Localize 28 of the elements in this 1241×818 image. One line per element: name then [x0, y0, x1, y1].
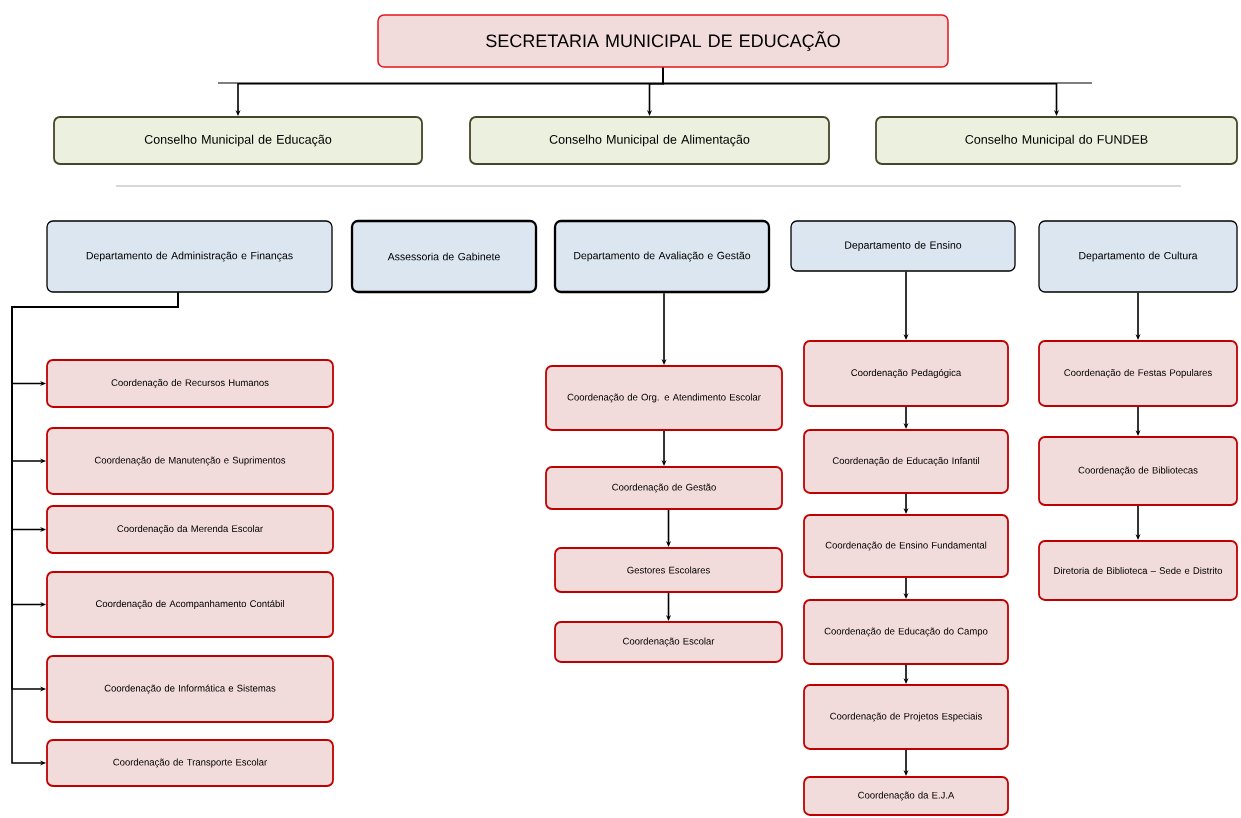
council-box: Conselho Municipal de Educação: [53, 116, 423, 165]
coordination-box: Diretoria de Biblioteca – Sede e Distrito: [1038, 540, 1238, 601]
department-box: Assessoria de Gabinete: [350, 219, 538, 294]
coordination-box: Coordenação de Festas Populares: [1038, 340, 1238, 407]
council-box: Conselho Municipal do FUNDEB: [875, 116, 1238, 165]
coordination-box: Coordenação Pedagógica: [803, 340, 1009, 407]
coordination-box: Coordenação de Gestão: [545, 466, 783, 510]
council-box: Conselho Municipal de Alimentação: [469, 116, 830, 165]
coordination-box: Coordenação da E.J.A: [803, 776, 1009, 816]
department-box: Departamento de Administração e Finanças: [46, 220, 333, 293]
coordination-box: Coordenação de Projetos Especiais: [803, 684, 1009, 750]
coordination-box: Coordenação de Acompanhamento Contábil: [46, 571, 334, 638]
coordination-box: Coordenação de Org. e Atendimento Escolar: [545, 365, 783, 431]
coordination-box: Gestores Escolares: [554, 547, 783, 593]
coordination-box: Coordenação de Educação Infantil: [803, 429, 1009, 494]
coordination-box: Coordenação de Educação do Campo: [803, 599, 1009, 665]
department-box: Departamento de Avaliação e Gestão: [553, 219, 771, 294]
coordination-box: Coordenação de Transporte Escolar: [46, 739, 334, 787]
coordination-box: Coordenação de Recursos Humanos: [46, 359, 334, 408]
coordination-box: Coordenação Escolar: [554, 621, 783, 663]
coordination-box: Coordenação de Ensino Fundamental: [803, 514, 1009, 578]
coordination-box: Coordenação de Bibliotecas: [1038, 436, 1238, 506]
coordination-box: Coordenação da Merenda Escolar: [46, 505, 334, 554]
department-box: Departamento de Ensino: [790, 220, 1016, 272]
coordination-box: Coordenação de Informática e Sistemas: [46, 655, 334, 723]
department-box: Departamento de Cultura: [1038, 220, 1238, 293]
coordination-box: Coordenação de Manutenção e Suprimentos: [46, 427, 334, 495]
title-box: SECRETARIA MUNICIPAL DE EDUCAÇÃO: [377, 14, 949, 68]
